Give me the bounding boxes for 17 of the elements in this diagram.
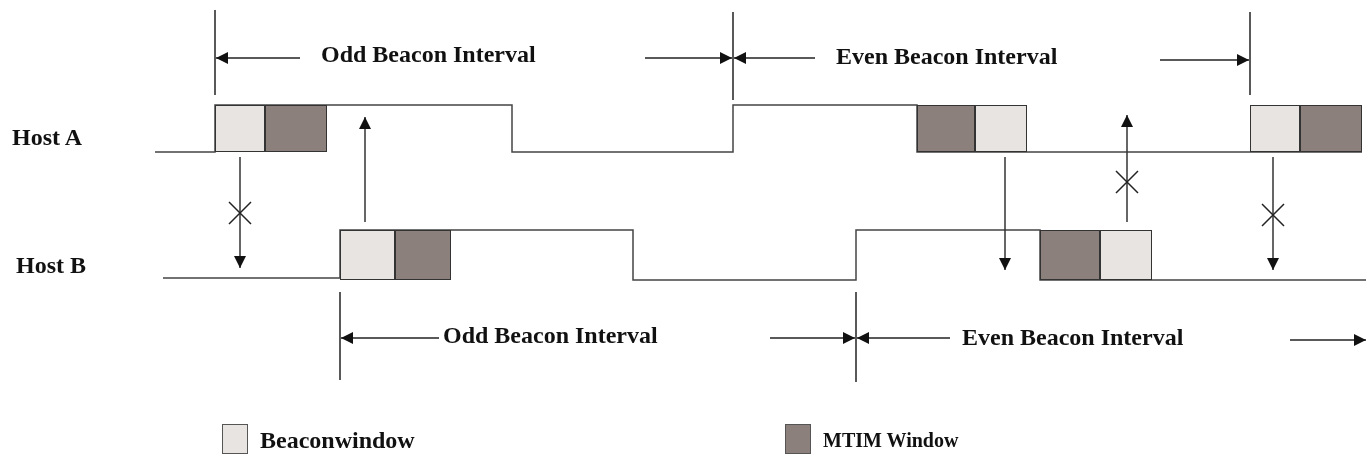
time-window-block <box>1100 230 1152 280</box>
host-label: Host A <box>11 123 83 151</box>
host-label: Host B <box>15 251 87 279</box>
time-window-block <box>265 105 327 152</box>
time-window-block <box>917 105 975 152</box>
arrow <box>234 156 246 269</box>
time-window-block <box>1040 230 1100 280</box>
time-window-block <box>340 230 395 280</box>
time-window-block <box>395 230 451 280</box>
time-window-block <box>1300 105 1362 152</box>
time-window-block <box>975 105 1027 152</box>
arrow <box>1121 114 1133 223</box>
arrow <box>359 116 371 223</box>
time-window-block <box>1250 105 1300 152</box>
time-window-block <box>215 105 265 152</box>
arrow <box>999 156 1011 271</box>
arrow <box>1267 156 1279 271</box>
